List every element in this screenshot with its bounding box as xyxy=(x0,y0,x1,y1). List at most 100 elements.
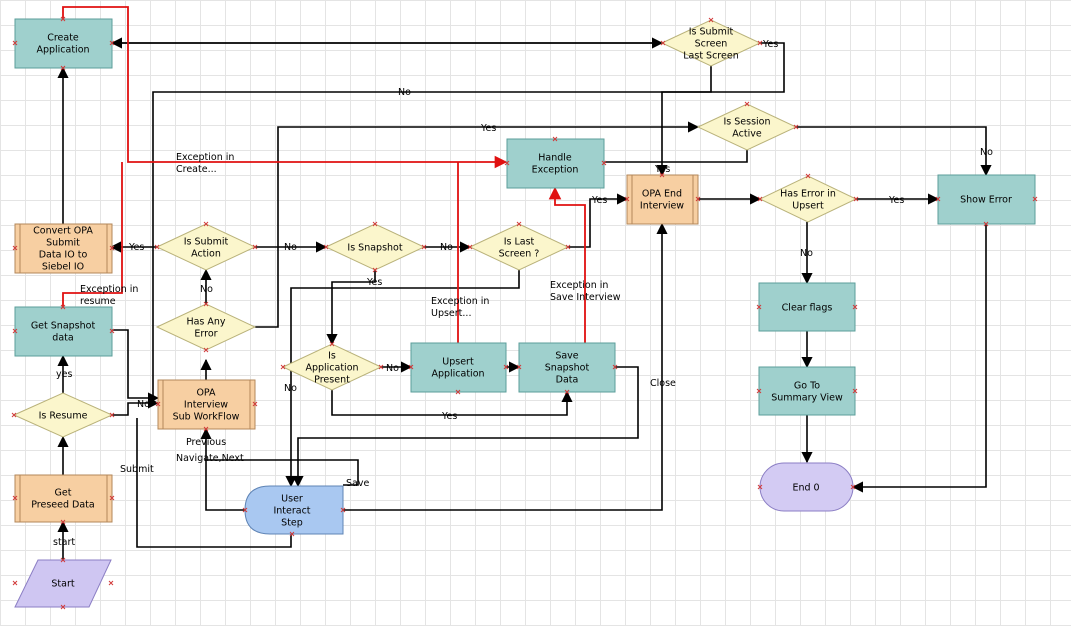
connection-point-marker xyxy=(289,531,295,537)
connection-point-marker xyxy=(552,136,558,142)
end-0-label: End 0 xyxy=(792,483,819,494)
connection-point-marker xyxy=(516,221,522,227)
connection-point-marker xyxy=(154,244,160,250)
connection-point-marker xyxy=(242,507,248,513)
is-resume-label: Is Resume xyxy=(39,411,88,422)
label-no-submit-action: No xyxy=(284,242,297,253)
label-save: Save xyxy=(346,478,369,489)
label-yes-opa-end: Yes xyxy=(654,164,670,175)
label-no-app-present: No xyxy=(386,363,399,374)
connection-point-marker xyxy=(659,172,665,178)
label-yes-submit-action: Yes xyxy=(128,242,144,253)
connection-point-marker xyxy=(708,17,714,23)
connection-point-marker xyxy=(280,364,286,370)
label-no-resume: No xyxy=(137,399,150,410)
label-close: Close xyxy=(650,378,676,389)
edge-getsnapshot-to-opasub xyxy=(112,329,160,404)
connection-point-marker xyxy=(155,401,161,407)
edge-session-no-to-showerror xyxy=(796,126,992,177)
edge-isresume-to-opasub xyxy=(112,397,160,416)
connection-point-marker xyxy=(60,604,66,610)
connection-point-marker xyxy=(203,301,209,307)
end-0-node[interactable]: End 0 xyxy=(759,462,854,512)
clear-flags-node[interactable]: Clear flags xyxy=(758,282,856,332)
connection-point-marker xyxy=(108,580,114,586)
edge-savesnapshot-to-userinteract xyxy=(292,366,639,488)
connection-point-marker xyxy=(378,364,384,370)
connection-point-marker xyxy=(60,304,66,310)
edge-issubmitlast-yes xyxy=(656,42,785,177)
connection-point-marker xyxy=(60,519,66,525)
connection-point-marker xyxy=(455,389,461,395)
edge-islast-to-opaend xyxy=(568,193,629,248)
connection-point-marker xyxy=(60,65,66,71)
connection-point-marker xyxy=(612,364,618,370)
connection-point-marker xyxy=(467,244,473,250)
show-error-node[interactable]: Show Error xyxy=(937,174,1036,225)
connection-point-marker xyxy=(793,124,799,130)
is-snapshot-label: Is Snapshot xyxy=(347,243,402,254)
connection-point-marker xyxy=(12,40,18,46)
is-snapshot-decision[interactable]: Is Snapshot xyxy=(324,223,426,271)
label-no-top: No xyxy=(398,87,411,98)
edge-islast-to-userinteract xyxy=(285,270,520,488)
connection-point-marker xyxy=(805,173,811,179)
connection-point-marker xyxy=(12,495,18,501)
connection-point-marker xyxy=(11,412,17,418)
exception-save-edge xyxy=(548,186,586,344)
connection-point-marker xyxy=(852,304,858,310)
edge-userinteract-to-opaend xyxy=(343,222,668,511)
edge-issubmitlast-no xyxy=(152,66,712,399)
exception-edges xyxy=(62,6,586,344)
connection-markers xyxy=(11,16,1038,610)
show-error-label: Show Error xyxy=(960,195,1012,206)
label-previous: Previous xyxy=(186,437,226,448)
edge-showerror-to-end xyxy=(851,224,987,493)
is-resume-decision[interactable]: Is Resume xyxy=(12,392,114,438)
connection-point-marker xyxy=(408,364,414,370)
start-label: Start xyxy=(51,579,74,590)
connection-point-marker xyxy=(757,40,763,46)
label-submit: Submit xyxy=(120,464,154,475)
start-node[interactable]: Start xyxy=(14,559,112,608)
label-yes-session: Yes xyxy=(480,123,496,134)
connection-point-marker xyxy=(756,388,762,394)
black-edges xyxy=(57,37,992,560)
label-start-edge: start xyxy=(53,537,75,548)
connection-point-marker xyxy=(853,196,859,202)
label-no-has-error: No xyxy=(800,248,813,259)
connection-point-marker xyxy=(757,196,763,202)
connection-point-marker xyxy=(1032,196,1038,202)
